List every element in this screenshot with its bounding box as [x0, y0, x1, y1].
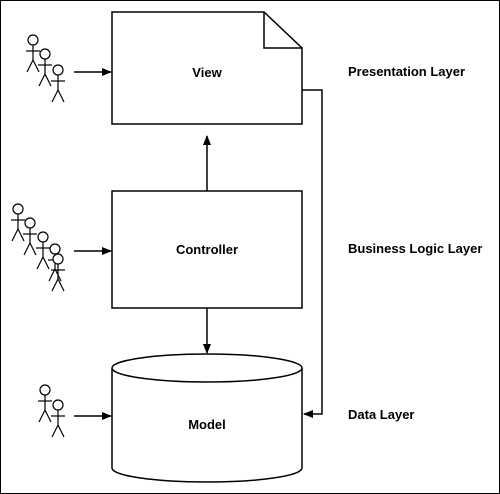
stick-figure-icon — [35, 231, 51, 270]
document-fold — [263, 12, 302, 49]
business-layer-label: Business Logic Layer — [348, 241, 482, 256]
data-actors — [37, 384, 66, 438]
stick-figure-icon — [50, 64, 66, 103]
data-layer-label: Data Layer — [348, 407, 414, 422]
stick-figure-icon — [50, 399, 66, 438]
controller-box — [111, 190, 303, 309]
view-node: View — [111, 11, 303, 125]
stick-figure-icon — [22, 217, 38, 256]
controller-node: Controller — [111, 190, 303, 309]
cylinder-body — [111, 368, 303, 483]
presentation-actors — [25, 34, 66, 103]
view-to-model-arrow — [302, 89, 323, 418]
business-actors — [10, 203, 66, 292]
model-node: Model — [111, 353, 303, 483]
stick-figure-icon — [37, 48, 53, 87]
stick-figure-icon — [37, 384, 53, 423]
cylinder-top — [111, 353, 303, 383]
model-label: Model — [188, 417, 226, 432]
presentation-layer-label: Presentation Layer — [348, 64, 465, 79]
stick-figure-icon — [25, 34, 41, 73]
stick-figure-icon — [10, 203, 26, 242]
controller-label: Controller — [176, 242, 238, 257]
document-shape — [111, 11, 303, 125]
view-label: View — [192, 65, 222, 80]
